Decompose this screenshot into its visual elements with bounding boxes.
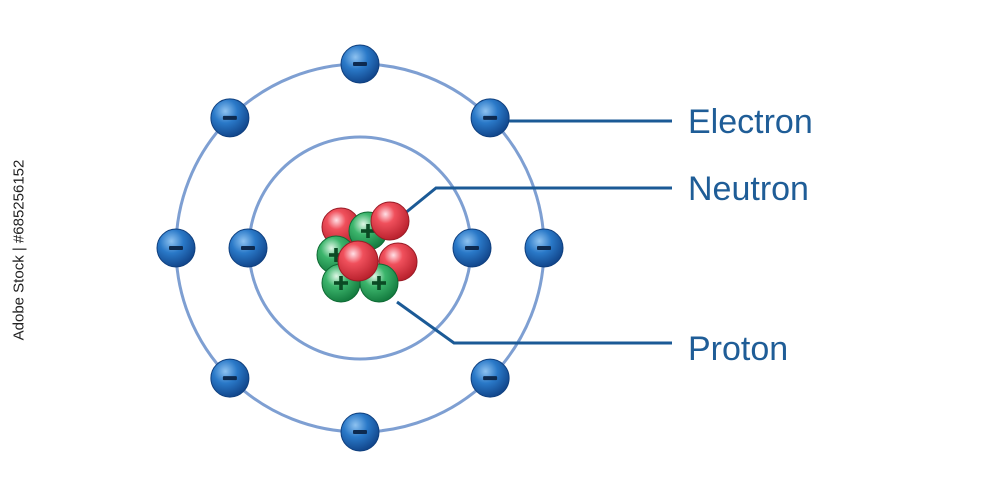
electron <box>210 98 250 138</box>
proton-particle <box>337 240 379 282</box>
minus-icon <box>537 246 551 250</box>
electron <box>524 228 564 268</box>
minus-icon <box>483 376 498 381</box>
minus-icon <box>222 376 237 381</box>
minus-icon <box>465 246 479 250</box>
plus-icon <box>329 248 343 262</box>
plus-icon <box>372 276 386 290</box>
electron-label: Electron <box>688 103 813 141</box>
electron <box>156 228 196 268</box>
minus-icon <box>169 246 183 250</box>
electron <box>210 358 250 398</box>
minus-icon <box>483 115 498 120</box>
plus-icon <box>361 224 375 238</box>
minus-icon <box>241 246 255 250</box>
plus-icon <box>334 276 348 290</box>
neutron-label: Neutron <box>688 170 809 208</box>
electron <box>228 228 268 268</box>
electron <box>470 358 510 398</box>
electron <box>340 44 380 84</box>
electron <box>452 228 492 268</box>
electron <box>340 412 380 452</box>
neutron-leader-line <box>403 186 672 216</box>
proton-label: Proton <box>688 330 788 368</box>
proton-particle <box>370 201 410 241</box>
minus-icon <box>222 115 237 120</box>
proton-leader-line <box>396 300 672 345</box>
electron <box>470 98 510 138</box>
minus-icon <box>353 62 367 66</box>
minus-icon <box>353 430 367 434</box>
